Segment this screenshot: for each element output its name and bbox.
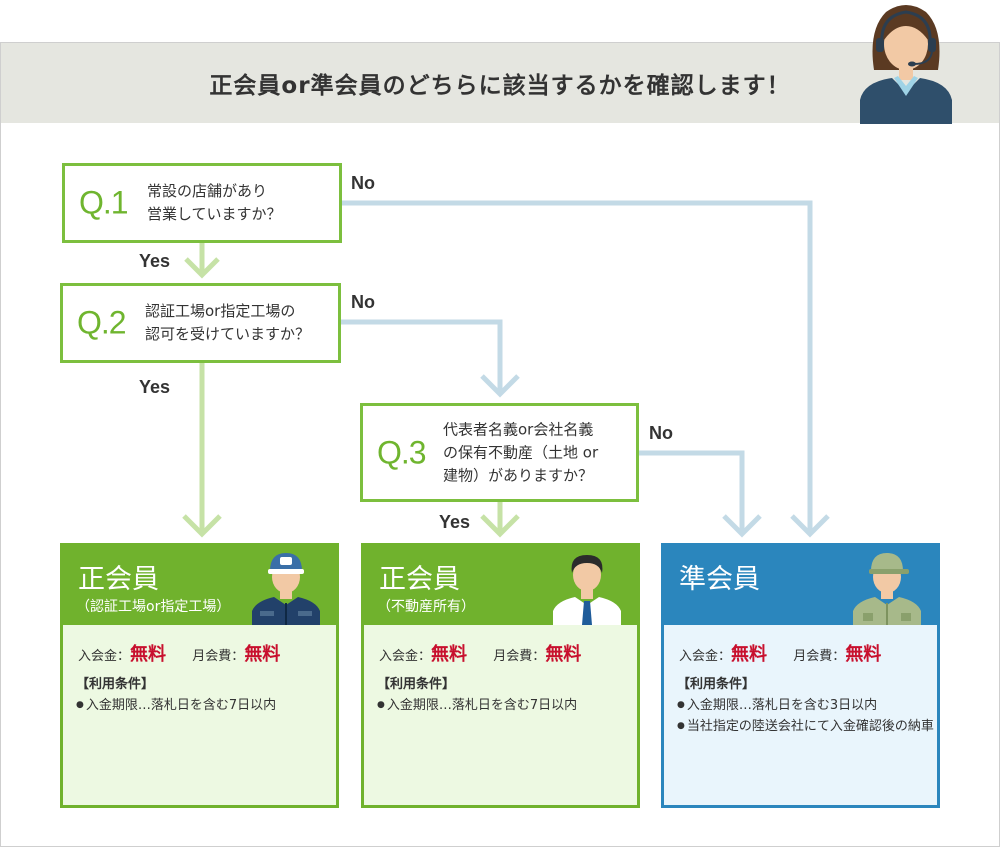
question-box-q2: Q.2 認証工場or指定工場の 認可を受けていますか？ xyxy=(60,283,341,363)
card-subtitle: （認証工場or指定工場） xyxy=(76,599,231,615)
monthly-fee-value: 無料 xyxy=(244,644,281,665)
membership-card-regular-certified: 正会員 （認証工場or指定工場） 入会金：無料 月会費：無料 【利用条件】 入金… xyxy=(60,543,339,808)
monthly-fee-label: 月会費： xyxy=(192,649,245,664)
membership-card-associate: 準会員 入会金：無料 月会費：無料 【利用条件】 入金期限…落札日を含む3日以内… xyxy=(661,543,940,808)
fee-line: 入会金：無料 月会費：無料 xyxy=(379,640,581,666)
fee-line: 入会金：無料 月会費：無料 xyxy=(679,640,881,666)
conditions-list: 入金期限…落札日を含む7日以内 xyxy=(377,695,577,716)
no-line-q1-card3 xyxy=(342,200,813,534)
card-header: 正会員 （認証工場or指定工場） xyxy=(63,546,336,625)
question-number: Q.1 xyxy=(79,184,129,221)
yes-arrowhead-q1-q2 xyxy=(184,257,220,279)
yes-arrowhead-q2-card1 xyxy=(182,514,222,538)
entry-fee-value: 無料 xyxy=(431,644,468,665)
entry-fee-label: 入会金： xyxy=(78,649,131,664)
card-title: 正会員 xyxy=(379,564,460,595)
question-text: 常設の店舗があり 営業していますか？ xyxy=(147,182,282,223)
monthly-fee-label: 月会費： xyxy=(493,649,546,664)
yes-arrowhead-q3-card2 xyxy=(480,514,520,538)
card-title: 正会員 xyxy=(78,564,159,595)
conditions-list: 入金期限…落札日を含む3日以内 当社指定の陸送会社にて入金確認後の納車 xyxy=(677,695,934,737)
header-band xyxy=(1,43,999,123)
entry-fee-label: 入会金： xyxy=(679,649,732,664)
no-connectors xyxy=(341,200,830,538)
edge-label-no: No xyxy=(351,292,375,312)
entry-fee-label: 入会金： xyxy=(379,649,432,664)
no-line-q3-card3 xyxy=(639,450,745,534)
entry-fee-value: 無料 xyxy=(731,644,768,665)
monthly-fee-value: 無料 xyxy=(845,644,882,665)
card-header: 正会員 （不動産所有） xyxy=(364,546,637,625)
card-title: 準会員 xyxy=(679,564,760,595)
conditions-list: 入金期限…落札日を含む7日以内 xyxy=(76,695,276,716)
no-arrowhead-q1-card3 xyxy=(790,514,830,538)
monthly-fee-value: 無料 xyxy=(545,644,582,665)
page-title: 正会員or準会員のどちらに該当するかを確認します！ xyxy=(209,73,791,99)
conditions-title: 【利用条件】 xyxy=(377,677,456,692)
card-header: 準会員 xyxy=(664,546,937,625)
membership-card-regular-property: 正会員 （不動産所有） 入会金：無料 月会費：無料 【利用条件】 入金期限…落札… xyxy=(361,543,640,808)
question-text: 認証工場or指定工場の 認可を受けていますか？ xyxy=(145,302,311,343)
condition-item: 当社指定の陸送会社にて入金確認後の納車 xyxy=(677,716,934,737)
mechanic-person-icon xyxy=(252,553,320,625)
conditions-title: 【利用条件】 xyxy=(76,677,155,692)
worker-person-icon xyxy=(853,553,921,625)
condition-item: 入金期限…落札日を含む7日以内 xyxy=(76,695,276,716)
conditions-title: 【利用条件】 xyxy=(677,677,756,692)
question-number: Q.2 xyxy=(77,304,127,341)
edge-label-yes: Yes xyxy=(139,251,171,271)
edge-label-yes: Yes xyxy=(439,512,471,532)
monthly-fee-label: 月会費： xyxy=(793,649,846,664)
no-arrowhead-q2-q3 xyxy=(480,374,520,398)
fee-line: 入会金：無料 月会費：無料 xyxy=(78,640,280,666)
condition-item: 入金期限…落札日を含む3日以内 xyxy=(677,695,934,716)
businessman-person-icon xyxy=(553,555,621,625)
edge-label-no: No xyxy=(351,173,375,193)
condition-item: 入金期限…落札日を含む7日以内 xyxy=(377,695,577,716)
entry-fee-value: 無料 xyxy=(130,644,167,665)
question-number: Q.3 xyxy=(377,434,427,470)
yes-connectors xyxy=(182,243,520,538)
question-box-q1: Q.1 常設の店舗があり 営業していますか？ xyxy=(62,163,342,243)
edge-label-yes: Yes xyxy=(139,377,171,397)
operator-illustration-icon xyxy=(860,5,952,124)
card-subtitle: （不動産所有） xyxy=(377,599,475,615)
question-text: 代表者名義or会社名義 の保有不動産（土地 or 建物）がありますか？ xyxy=(443,420,599,484)
no-arrowhead-q3-card3 xyxy=(722,514,762,538)
question-box-q3: Q.3 代表者名義or会社名義 の保有不動産（土地 or 建物）がありますか？ xyxy=(360,403,639,502)
edge-label-no: No xyxy=(649,423,673,443)
no-line-q2-q3 xyxy=(341,319,503,394)
